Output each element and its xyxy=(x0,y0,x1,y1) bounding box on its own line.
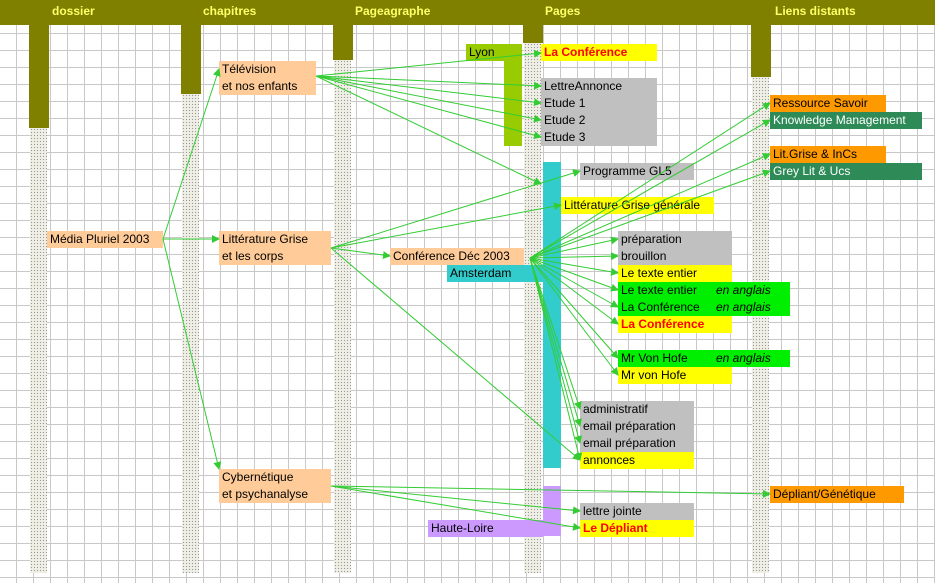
connector-arrow xyxy=(529,257,582,427)
node-email-preparation-1[interactable]: email préparation xyxy=(580,418,694,435)
header-chapitres: chapitres xyxy=(203,4,257,18)
connector-arrow xyxy=(330,485,771,498)
header-dossier: dossier xyxy=(52,4,95,18)
amsterdam-connector-bar xyxy=(543,162,561,468)
node-texte-entier-en-label: Le texte entier xyxy=(621,283,698,297)
connector-arrow xyxy=(330,169,581,249)
node-television-line1: Télévision xyxy=(222,62,277,76)
connector-arrow xyxy=(529,257,583,444)
node-depliant-genetique[interactable]: Dépliant/Génétique xyxy=(770,486,904,503)
node-amsterdam[interactable]: Amsterdam xyxy=(447,265,543,282)
node-programme-gl5[interactable]: Programme GL5 xyxy=(580,163,694,180)
node-ressource-savoir[interactable]: Ressource Savoir xyxy=(770,95,886,112)
en-anglais-tag: en anglais xyxy=(716,300,771,314)
connector-arrow xyxy=(315,75,542,140)
node-haute-loire[interactable]: Haute-Loire xyxy=(428,520,543,537)
connector-arrow xyxy=(529,252,619,261)
connector-arrow xyxy=(529,169,771,259)
node-administratif[interactable]: administratif xyxy=(580,401,694,418)
liens-column-bar xyxy=(751,25,771,77)
node-la-conference-red[interactable]: La Conférence xyxy=(618,316,732,333)
node-la-conference-en-label: La Conférence xyxy=(621,300,700,314)
node-cybernetique-line1: Cybernétique xyxy=(222,470,294,484)
connector-arrow xyxy=(529,119,771,259)
node-la-conference-en[interactable]: La Conférence en anglais xyxy=(618,299,790,316)
node-etude-2[interactable]: Etude 2 xyxy=(541,112,657,129)
node-brouillon[interactable]: brouillon xyxy=(618,248,732,265)
en-anglais-tag: en anglais xyxy=(716,351,771,365)
node-conference-dec-2003[interactable]: Conférence Déc 2003 xyxy=(390,248,524,265)
node-media-pluriel[interactable]: Média Pluriel 2003 xyxy=(47,231,163,248)
node-etude-1[interactable]: Etude 1 xyxy=(541,95,657,112)
header-liens: Liens distants xyxy=(775,4,856,18)
liens-column-fill xyxy=(752,77,769,573)
connector-arrow xyxy=(315,75,542,90)
connector-arrow xyxy=(330,247,581,461)
connector-arrow xyxy=(315,75,542,185)
node-etude-3[interactable]: Etude 3 xyxy=(541,129,657,146)
node-television-line2: et nos enfants xyxy=(222,79,298,93)
connector-arrow xyxy=(315,75,542,107)
connector-arrow xyxy=(162,238,222,470)
node-lettre-annonce[interactable]: LettreAnnonce xyxy=(541,78,657,95)
node-litterature-line1: Littérature Grise xyxy=(222,232,309,246)
node-litterature-grise[interactable]: Littérature Grise et les corps xyxy=(219,231,331,265)
connector-arrow xyxy=(330,485,581,531)
node-lit-grise-incs[interactable]: Lit.Grise & InCs xyxy=(770,146,886,163)
connector-arrow xyxy=(529,236,619,259)
chapitres-column-bar xyxy=(181,25,201,94)
connector-arrow xyxy=(529,257,619,292)
node-litterature-line2: et les corps xyxy=(222,249,284,263)
chapitres-column-fill xyxy=(182,94,199,573)
connector-arrow xyxy=(330,247,391,260)
header-bar xyxy=(0,0,935,25)
node-email-preparation-2[interactable]: email préparation xyxy=(580,435,694,452)
node-texte-entier[interactable]: Le texte entier xyxy=(618,265,732,282)
pageagraphe-column-fill xyxy=(334,60,351,573)
connector-arrow xyxy=(315,75,542,123)
header-pages: Pages xyxy=(545,4,581,18)
connector-arrow xyxy=(529,257,619,376)
node-annonces[interactable]: annonces xyxy=(580,452,694,469)
node-mr-von-hofe[interactable]: Mr von Hofe xyxy=(618,367,732,384)
connector-arrow xyxy=(529,102,771,259)
dossier-column-bar xyxy=(29,25,49,128)
pages-column-fill xyxy=(524,43,541,573)
pages-column-bar xyxy=(523,25,543,43)
haute-loire-connector-bar xyxy=(543,486,561,536)
header-pageagraphe: Pageagraphe xyxy=(355,4,431,18)
pageagraphe-column-bar xyxy=(333,25,353,60)
connector-arrow xyxy=(529,257,619,325)
node-lettre-jointe[interactable]: lettre jointe xyxy=(580,503,694,520)
node-knowledge-management[interactable]: Knowledge Management xyxy=(770,112,922,129)
node-mr-von-hofe-en-label: Mr Von Hofe xyxy=(621,351,688,365)
node-texte-entier-en[interactable]: Le texte entier en anglais xyxy=(618,282,790,299)
node-cybernetique-line2: et psychanalyse xyxy=(222,487,309,501)
node-cybernetique[interactable]: Cybernétique et psychanalyse xyxy=(219,469,331,503)
connector-arrow xyxy=(529,257,619,276)
connector-arrow xyxy=(529,257,619,359)
connector-arrow xyxy=(330,202,562,249)
connector-arrow xyxy=(529,257,583,461)
node-television[interactable]: Télévision et nos enfants xyxy=(219,61,316,95)
lyon-connector-bar xyxy=(504,44,522,146)
node-le-depliant[interactable]: Le Dépliant xyxy=(580,520,694,537)
connector-arrow xyxy=(315,49,542,77)
connector-arrow xyxy=(529,257,582,410)
en-anglais-tag: en anglais xyxy=(716,283,771,297)
connector-arrow xyxy=(162,68,221,240)
connector-arrow xyxy=(529,153,771,259)
node-la-conference-top[interactable]: La Conférence xyxy=(541,44,657,61)
node-grey-lit-ucs[interactable]: Grey Lit & Ucs xyxy=(770,163,922,180)
connector-arrow xyxy=(330,485,581,515)
node-mr-von-hofe-en[interactable]: Mr Von Hofe en anglais xyxy=(618,350,790,367)
dossier-column-fill xyxy=(30,128,47,573)
node-preparation[interactable]: préparation xyxy=(618,231,732,248)
connector-arrow xyxy=(529,257,619,308)
